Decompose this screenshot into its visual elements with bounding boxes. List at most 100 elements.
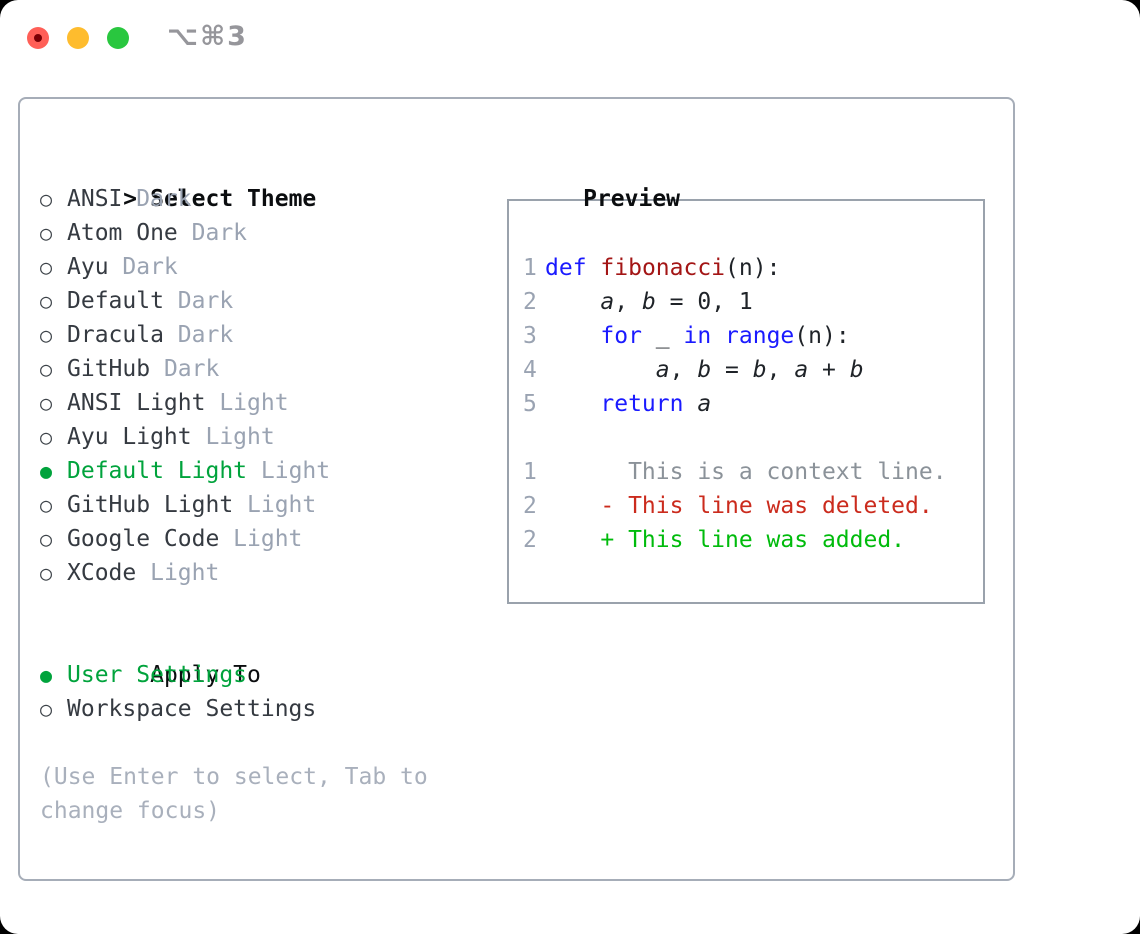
radio-selected-icon: ● <box>40 663 53 687</box>
line-number: 1 <box>523 255 537 281</box>
code-segment-kw: range <box>725 323 795 349</box>
theme-name: Dracula <box>67 322 178 348</box>
select-theme-header: >Select Theme <box>40 148 500 212</box>
code-segment-var: b <box>849 357 864 383</box>
preview-header: Preview <box>500 148 1013 212</box>
code-segment-pl <box>545 289 600 315</box>
code-segment-pl: (n): <box>725 255 781 281</box>
theme-variant-tag: Light <box>260 458 331 484</box>
theme-item-default[interactable]: ○Default Dark <box>40 284 500 318</box>
theme-item-ansi[interactable]: ○ANSI Dark <box>40 182 500 216</box>
code-segment-pl: , <box>614 289 642 315</box>
line-number: 2 <box>523 289 537 315</box>
theme-name: GitHub Light <box>67 492 248 518</box>
theme-selector: >Select Theme ○ANSI Dark○Atom One Dark○A… <box>40 148 500 879</box>
help-line: change focus) <box>40 798 221 824</box>
code-segment-pl: = 0, 1 <box>655 289 753 315</box>
spacer <box>40 590 500 624</box>
theme-name: Default <box>67 288 178 314</box>
radio-icon: ○ <box>40 187 53 211</box>
theme-item-ayu[interactable]: ○Ayu Dark <box>40 250 500 284</box>
theme-item-atom-one[interactable]: ○ Atom One Dark <box>40 216 500 250</box>
theme-item-default-light[interactable]: ● Default Light Light <box>40 454 500 488</box>
code-segment-var: a <box>600 289 615 315</box>
radio-icon: ○ <box>40 357 53 381</box>
code-segment-pl: (n): <box>794 323 850 349</box>
apply-option-user-settings[interactable]: ● User Settings <box>40 658 500 692</box>
theme-variant-tag: Dark <box>136 186 192 212</box>
maximize-button[interactable] <box>107 27 129 49</box>
theme-item-github-light[interactable]: ○ GitHub Light Light <box>40 488 500 522</box>
theme-name: Default Light <box>67 458 261 484</box>
radio-icon: ○ <box>40 323 53 347</box>
code-line: 2 + This line was added. <box>523 523 983 557</box>
close-button[interactable] <box>27 27 49 49</box>
theme-name: Google Code <box>67 526 234 552</box>
line-number: 2 <box>523 527 537 553</box>
traffic-lights <box>27 27 129 49</box>
code-segment-kw: in <box>683 323 712 349</box>
apply-option-workspace-settings[interactable]: ○ Workspace Settings <box>40 692 500 726</box>
theme-item-github[interactable]: ○GitHub Dark <box>40 352 500 386</box>
radio-icon: ○ <box>40 289 53 313</box>
apply-option-label: Workspace Settings <box>67 696 317 722</box>
code-line: 3 for _ in range(n): <box>523 319 983 353</box>
code-segment-var: b <box>641 289 656 315</box>
code-segment-pl: , <box>669 357 698 383</box>
code-segment-var: b <box>752 357 767 383</box>
theme-name: Ayu Light <box>67 424 206 450</box>
theme-item-ayu-light[interactable]: ○ Ayu Light Light <box>40 420 500 454</box>
theme-variant-tag: Light <box>205 424 275 450</box>
theme-name: Ayu <box>67 254 123 280</box>
radio-icon: ○ <box>40 493 53 517</box>
code-segment-fn: fibonacci <box>600 255 726 281</box>
code-segment-var: a <box>655 357 670 383</box>
theme-item-google-code[interactable]: ○Google Code Light <box>40 522 500 556</box>
apply-to-header: Apply To <box>40 624 500 688</box>
radio-icon: ○ <box>40 697 53 721</box>
theme-item-dracula[interactable]: ○ Dracula Dark <box>40 318 500 352</box>
code-segment-pl <box>545 357 656 383</box>
code-segment-pl <box>711 323 725 349</box>
theme-item-xcode[interactable]: ○ XCode Light <box>40 556 500 590</box>
radio-icon: ○ <box>40 221 53 245</box>
theme-list: ○ANSI Dark○Atom One Dark○Ayu Dark○Defaul… <box>40 182 500 590</box>
apply-to-list: ● User Settings ○ Workspace Settings <box>40 658 500 726</box>
theme-name: GitHub <box>67 356 164 382</box>
theme-variant-tag: Light <box>219 390 289 416</box>
code-segment-del: - This line was deleted. <box>545 493 933 519</box>
code-line: 4 a, b = b, a + b <box>523 353 983 387</box>
theme-variant-tag: Dark <box>191 220 248 246</box>
code-line: 1 def fibonacci(n): <box>523 251 983 285</box>
theme-variant-tag: Light <box>233 526 303 552</box>
minimize-button[interactable] <box>67 27 89 49</box>
theme-variant-tag: Light <box>150 560 220 586</box>
code-line: 5 return a <box>523 387 983 421</box>
main-panel: >Select Theme ○ANSI Dark○Atom One Dark○A… <box>18 97 1015 881</box>
theme-name: ANSI Light <box>67 390 220 416</box>
select-theme-title: Select Theme <box>150 186 317 212</box>
theme-name: XCode <box>67 560 151 586</box>
theme-item-ansi-light[interactable]: ○ANSI Light Light <box>40 386 500 420</box>
line-number: 5 <box>523 391 537 417</box>
code-segment-var: a <box>697 391 712 417</box>
code-segment-var: b <box>697 357 712 383</box>
radio-selected-icon: ● <box>40 459 53 483</box>
apply-to-title: Apply To <box>150 662 261 688</box>
line-number: 3 <box>523 323 537 349</box>
preview-title: Preview <box>583 186 681 212</box>
code-segment-pl <box>587 255 601 281</box>
code-segment-kw: def <box>545 255 587 281</box>
theme-variant-tag: Light <box>247 492 317 518</box>
theme-name: Atom One <box>67 220 192 246</box>
code-line: 2 a, b = 0, 1 <box>523 285 983 319</box>
radio-icon: ○ <box>40 425 53 449</box>
code-segment-pl <box>545 391 600 417</box>
theme-variant-tag: Dark <box>177 322 234 348</box>
code-segment-pl <box>683 391 697 417</box>
apply-option-label: User Settings <box>67 662 248 688</box>
radio-icon: ○ <box>40 561 53 585</box>
code-segment-ctx: This is a context line. <box>545 459 947 485</box>
